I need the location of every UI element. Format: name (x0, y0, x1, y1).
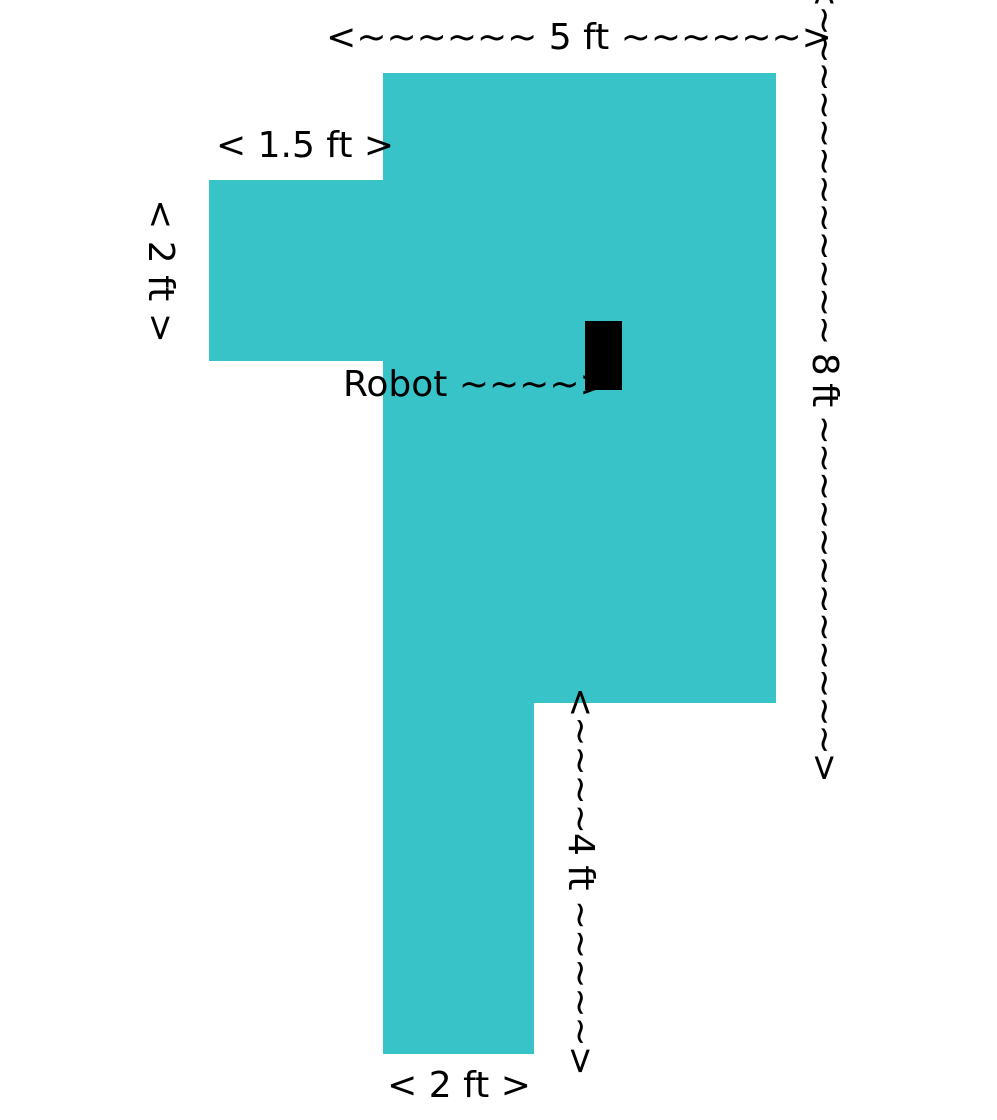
lower-hallway-region (383, 700, 534, 1054)
left-alcove-region (209, 180, 384, 361)
right-height-label: <~~~~~~~~~~~~ 8 ft ~~~~~~~~~~~~> (804, 0, 845, 781)
robot-label: Robot ~~~~> (343, 364, 610, 405)
main-room-region (383, 73, 776, 703)
left-box-height-label: < 2 ft > (140, 199, 181, 343)
robot-marker (585, 321, 622, 390)
bottom-width-label: < 2 ft > (387, 1065, 531, 1106)
top-width-label: <~~~~~~ 5 ft ~~~~~~> (326, 17, 832, 58)
left-box-width-label: < 1.5 ft > (216, 125, 395, 166)
lower-extension-height-label: <~~~~4 ft ~~~~~> (560, 687, 601, 1075)
